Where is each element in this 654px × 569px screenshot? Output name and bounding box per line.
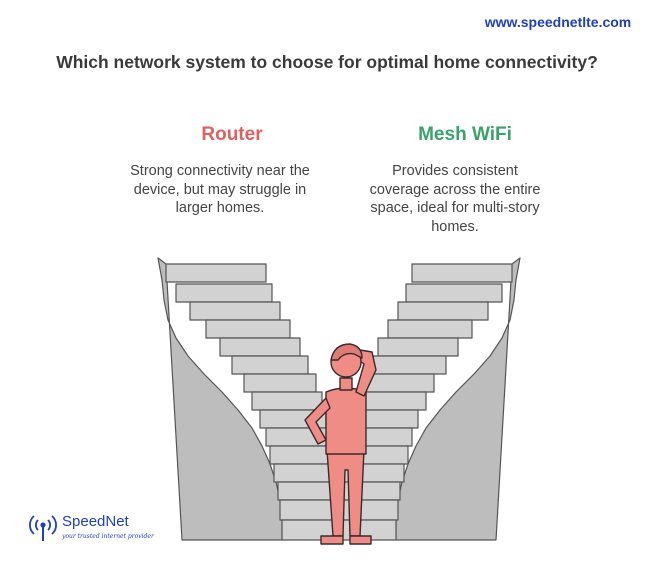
staircase-right-icon: [341, 257, 521, 541]
broadcast-antenna-icon: [29, 515, 57, 541]
staircase-left-icon: [157, 257, 337, 541]
website-url[interactable]: www.speednetlte.com: [484, 14, 632, 30]
brand-tagline: your trusted internet provider: [62, 533, 154, 540]
mesh-wifi-heading: Mesh WiFi: [418, 124, 512, 145]
brand-name: SpeedNet: [62, 513, 129, 530]
page-title: Which network system to choose for optim…: [56, 52, 598, 72]
mesh-wifi-description: Provides consistent coverage across the …: [369, 163, 541, 235]
router-heading: Router: [201, 124, 263, 145]
speednet-logo: SpeedNet your trusted internet provider: [28, 512, 158, 546]
confused-person-icon: [304, 343, 377, 545]
router-description: Strong connectivity near the device, but…: [130, 163, 310, 216]
